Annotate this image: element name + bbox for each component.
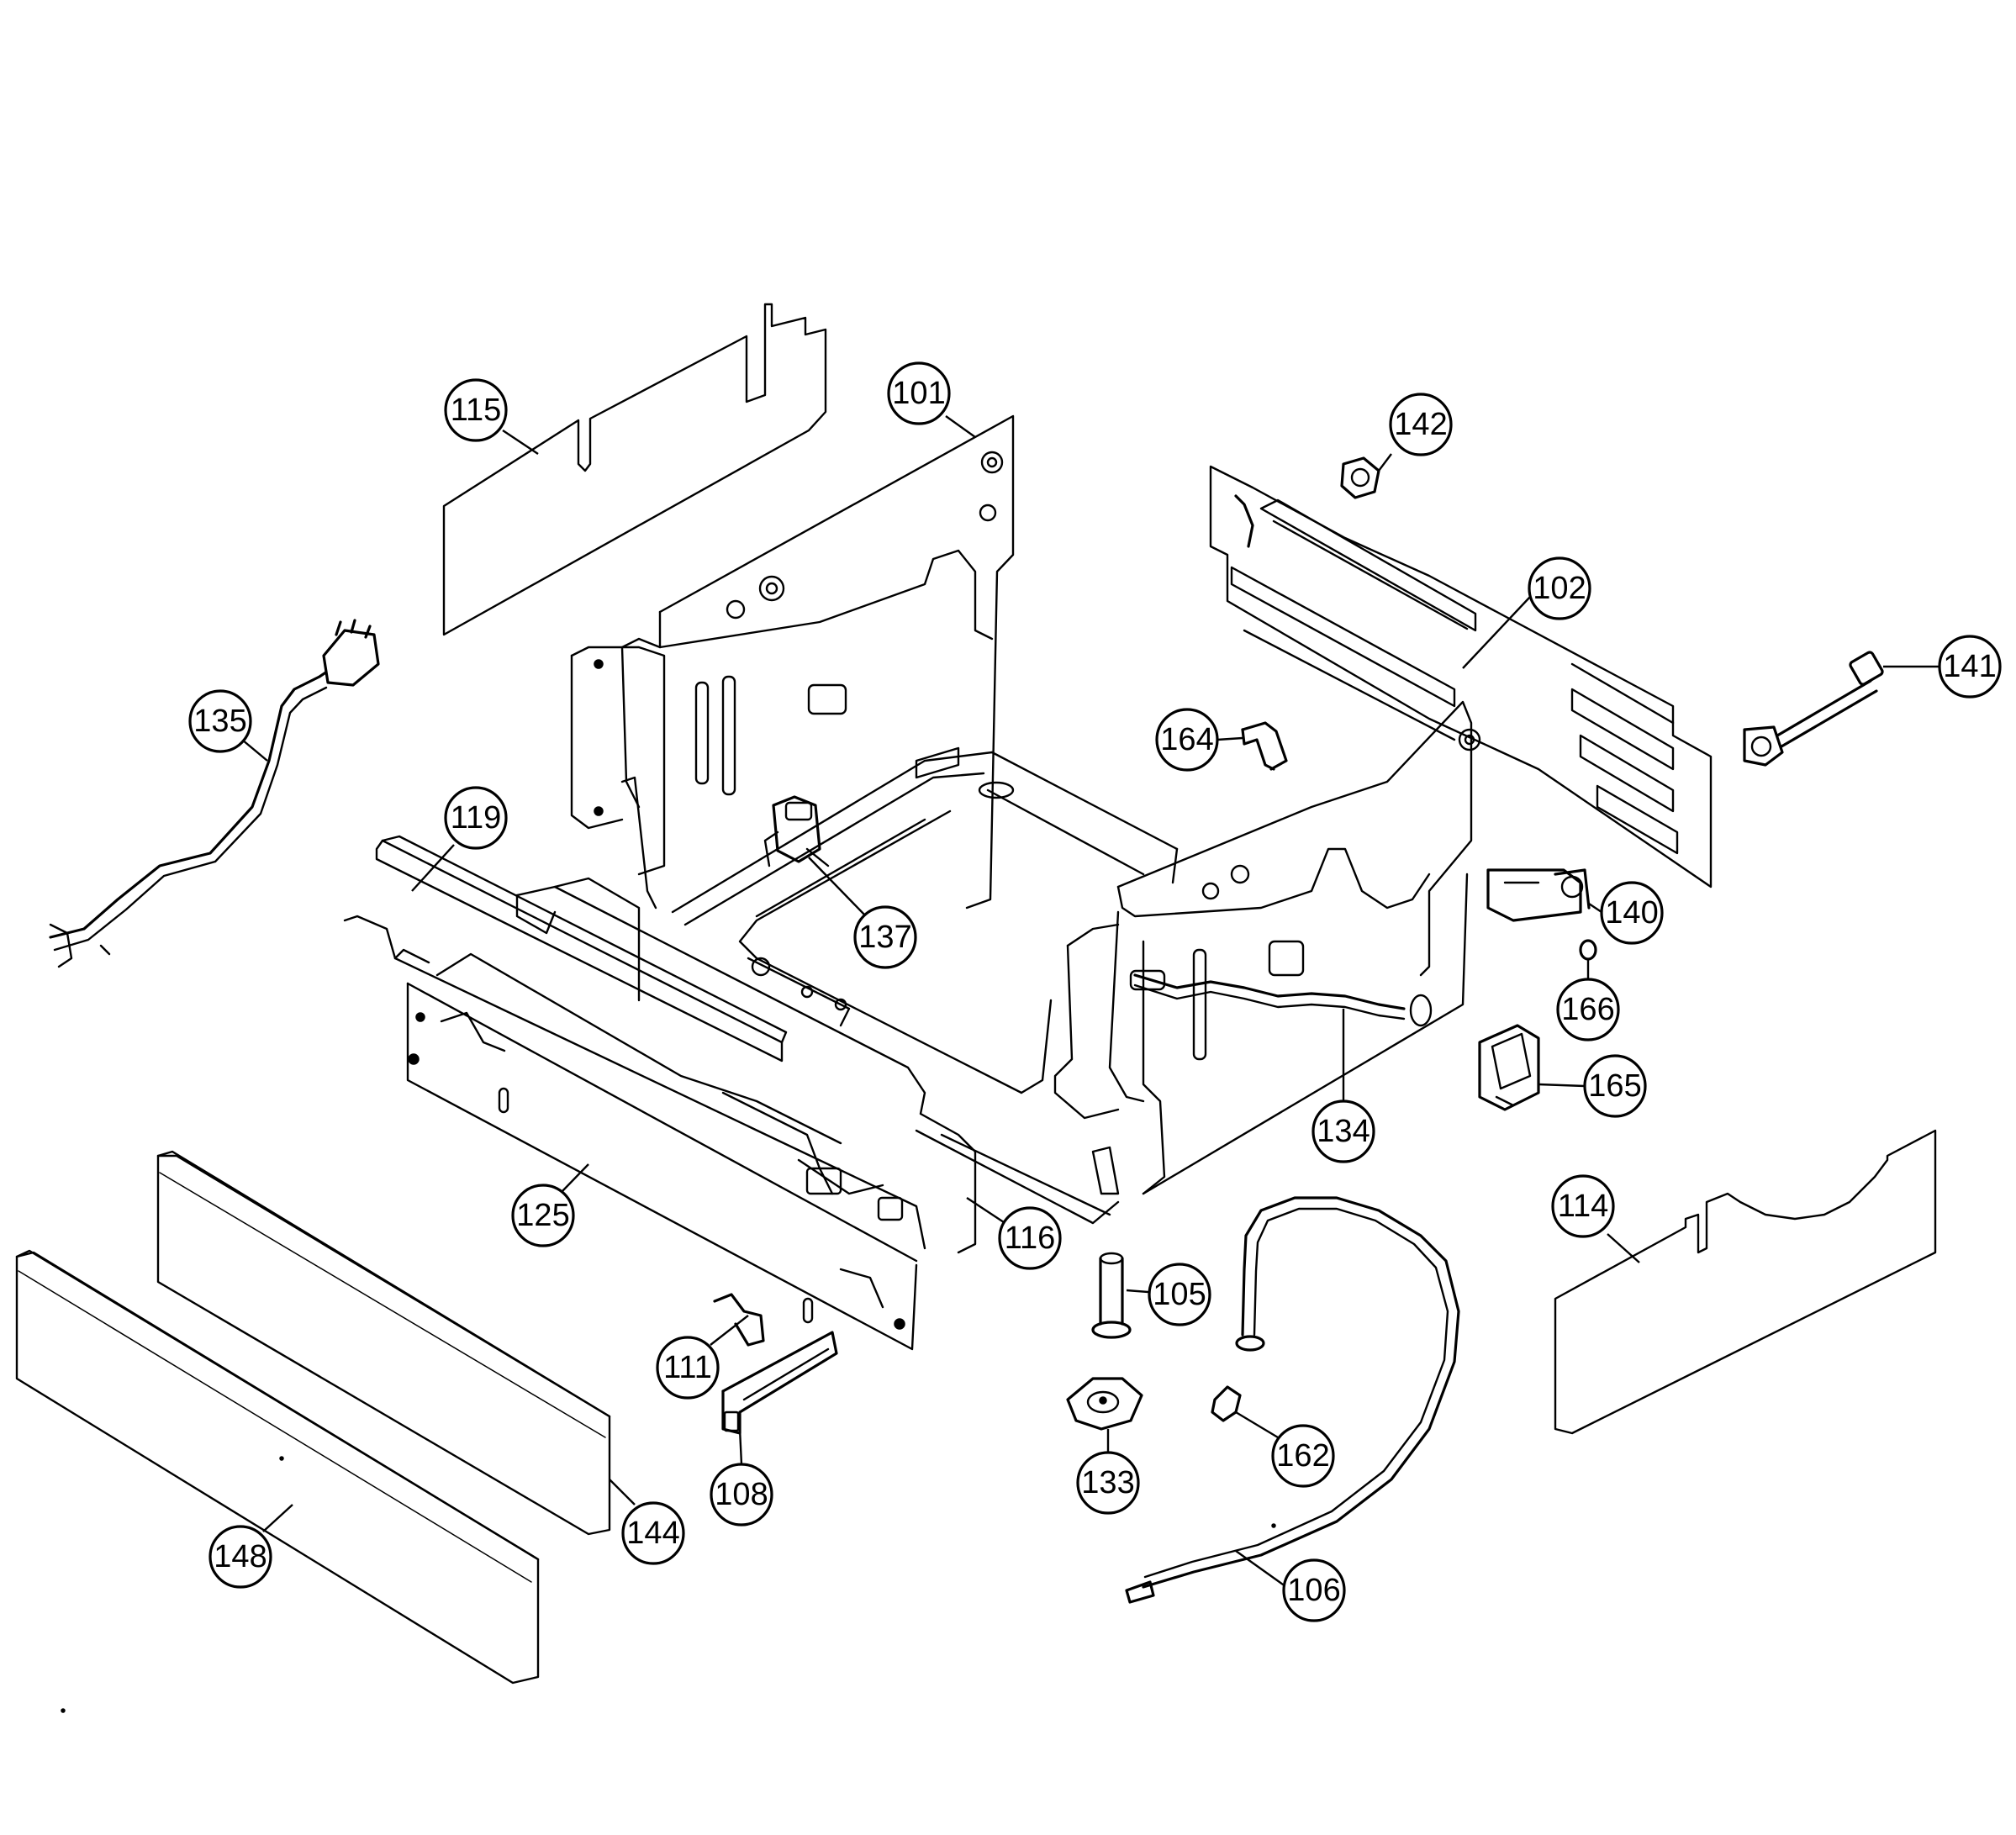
callout-148: 148 xyxy=(208,1504,293,1589)
callout-label: 108 xyxy=(715,1477,768,1512)
callout-142: 142 xyxy=(1378,393,1453,472)
callout-119: 119 xyxy=(411,786,508,892)
callout-label: 135 xyxy=(193,704,246,739)
callout-label: 115 xyxy=(451,393,502,428)
callout-116: 116 xyxy=(966,1196,1062,1270)
callout-label: 133 xyxy=(1081,1465,1134,1500)
callout-label: 116 xyxy=(1005,1221,1056,1256)
part-washer xyxy=(1579,939,1597,961)
callout-114: 114 xyxy=(1551,1174,1640,1263)
callout-102: 102 xyxy=(1462,556,1591,669)
part-hose-clamp xyxy=(1211,1385,1242,1422)
callout-label: 142 xyxy=(1394,407,1447,442)
callout-134: 134 xyxy=(1311,1009,1375,1163)
callout-label: 114 xyxy=(1558,1189,1609,1224)
part-insulation-panel-side xyxy=(1554,1129,1937,1435)
part-control-panel-bracket xyxy=(343,915,926,1351)
callout-label: 166 xyxy=(1561,992,1614,1027)
callout-label: 164 xyxy=(1160,722,1213,757)
callout-label: 102 xyxy=(1533,571,1586,606)
callout-164: 164 xyxy=(1155,708,1243,772)
callout-label: 141 xyxy=(1943,649,1996,684)
speck-mark xyxy=(279,1456,284,1461)
part-wire-clip xyxy=(1241,721,1288,771)
part-insulation-block xyxy=(515,877,977,1254)
callout-115: 115 xyxy=(444,378,539,455)
callout-label: 137 xyxy=(858,920,911,955)
callout-label: 125 xyxy=(516,1198,569,1233)
callout-106: 106 xyxy=(1235,1550,1346,1622)
callout-140: 140 xyxy=(1588,881,1664,945)
callout-label: 111 xyxy=(663,1350,712,1385)
part-inlet-fitting xyxy=(1743,651,1884,767)
callout-165: 165 xyxy=(1538,1054,1647,1118)
callout-label: 101 xyxy=(892,376,945,411)
callout-111: 111 xyxy=(656,1315,749,1400)
part-power-cord xyxy=(49,619,380,968)
callout-105: 105 xyxy=(1126,1263,1211,1326)
part-front-trim-strip xyxy=(375,835,788,1063)
part-terminal-block xyxy=(1478,1024,1540,1111)
part-tub-base-frame xyxy=(671,751,1179,1225)
part-leveling-foot xyxy=(1066,1377,1143,1431)
part-toe-kick-panel xyxy=(156,1150,611,1536)
callout-101: 101 xyxy=(887,361,976,438)
callout-label: 119 xyxy=(451,800,502,836)
callout-141: 141 xyxy=(1883,635,2002,699)
part-mounting-nut xyxy=(1340,456,1380,499)
callout-label: 134 xyxy=(1317,1114,1370,1149)
part-fill-tube xyxy=(1125,1196,1460,1604)
callout-label: 148 xyxy=(214,1539,267,1574)
callout-label: 165 xyxy=(1588,1068,1641,1104)
part-side-rail-channel xyxy=(1209,465,1713,888)
callout-108: 108 xyxy=(710,1428,773,1527)
part-insulation-panel-top xyxy=(442,303,827,636)
part-drain-hose xyxy=(1129,969,1433,1027)
callout-label: 105 xyxy=(1153,1277,1206,1312)
callout-133: 133 xyxy=(1076,1429,1140,1515)
callout-label: 144 xyxy=(626,1516,679,1551)
callout-135: 135 xyxy=(188,689,268,762)
part-leveling-leg xyxy=(1091,1252,1132,1339)
callout-label: 106 xyxy=(1287,1573,1340,1608)
speck-mark xyxy=(1271,1523,1276,1528)
callout-137: 137 xyxy=(808,857,917,969)
speck-mark xyxy=(61,1708,66,1713)
part-front-kick-plate xyxy=(15,1249,540,1685)
callout-label: 140 xyxy=(1605,895,1658,931)
part-inlet-valve xyxy=(1486,868,1591,922)
callout-125: 125 xyxy=(511,1163,589,1247)
callout-144: 144 xyxy=(609,1479,685,1565)
callout-label: 162 xyxy=(1276,1438,1329,1474)
callout-162: 162 xyxy=(1235,1411,1335,1488)
part-slide-rail xyxy=(721,1331,838,1435)
callout-166: 166 xyxy=(1556,959,1620,1041)
part-hinge-clip xyxy=(713,1293,765,1347)
part-rear-frame-panel xyxy=(570,414,1015,910)
part-float-switch xyxy=(763,795,830,867)
part-side-wall-frame xyxy=(1053,700,1481,1195)
